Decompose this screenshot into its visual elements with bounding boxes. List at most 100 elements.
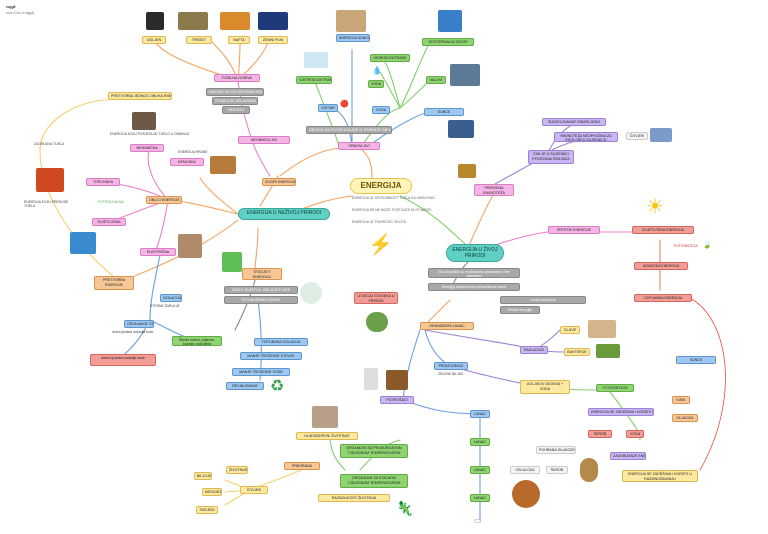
- node-nezivoj-prirodi[interactable]: ENERGIJA U NEŽIVOJ PRIRODI: [238, 208, 330, 220]
- node-toplinska[interactable]: TOPLINSKA: [86, 178, 120, 186]
- node-energija-se[interactable]: ENERGIJA SE ZADRŽAVA I KORISTI U RAZMNOŽ…: [588, 408, 654, 416]
- center-note-1: ENERGIJA JE SPOSOBNOST TIJELA DA OBAVI R…: [352, 196, 435, 200]
- node-izvori-energije[interactable]: IZVORI ENERGIJE: [262, 178, 296, 186]
- wind-icon: 🔴: [340, 101, 349, 108]
- node-kisik[interactable]: KISIK: [672, 396, 690, 404]
- node-celuloza[interactable]: CELULOZA: [510, 466, 540, 474]
- node-zemni-plin[interactable]: ZEMNI PLIN: [258, 36, 288, 44]
- node-toplinska-e[interactable]: TOPLINSKA ENERGIJA: [634, 294, 692, 302]
- node-protok[interactable]: PROTOK ENERGIJE: [548, 226, 600, 234]
- node-utjecaj[interactable]: UTJECAJ ČOVJEKA U PRIRODI: [354, 292, 398, 304]
- node-hranidbeni[interactable]: HRANIDBENI LANAC: [420, 322, 474, 330]
- peat-image: [178, 12, 208, 30]
- house-image: [222, 252, 242, 272]
- node-nacini[interactable]: Štedni načini, prijevoz, kupnja i potroš…: [172, 336, 222, 346]
- node-raznovrsnost[interactable]: RAZNOLIKOST ŽIVOTINJA: [318, 494, 390, 502]
- node-manje-struje[interactable]: MANJE TROŠENJE STRUJE: [240, 352, 302, 360]
- node-zivoj-prirodi[interactable]: ENERGIJA U ŽIVOJ PRIRODI: [446, 244, 504, 262]
- node-kemijska[interactable]: KEMIJSKA: [170, 158, 204, 166]
- node-voda-2[interactable]: VODA: [372, 106, 390, 114]
- node-elektricna[interactable]: ELEKTRIČNA: [140, 248, 176, 256]
- node-neobnovljivi[interactable]: NEOBNOVLJIVI: [238, 136, 290, 144]
- node-toplinska-izolacija[interactable]: TOPLINSKA IZOLACIJA: [254, 338, 308, 346]
- node-ravnoteza-ek[interactable]: RAVNOTEŽA NEOPHODNA ZA EKOLOŠKU ZAJEDNIC…: [554, 132, 618, 142]
- node-mehanicka[interactable]: MEHANIČKA: [130, 144, 164, 152]
- node-zadobijanje[interactable]: ENERGIJA SE ZADRŽAVA I KORISTI U RAZMNOŽ…: [622, 470, 698, 482]
- node-zivotinje[interactable]: ŽIVOTINJE: [226, 466, 248, 474]
- node-sudjelovanje[interactable]: SUDJELOVANJE OSMIŠLJENO: [542, 118, 606, 126]
- node-kemijska-e[interactable]: KEMIJSKA ENERGIJA: [634, 262, 688, 270]
- node-izolacija[interactable]: IZOLACIJA: [160, 294, 182, 302]
- node-fotosinteza[interactable]: FOTOSINTEZA: [596, 384, 634, 392]
- node-treset[interactable]: TRESET: [186, 36, 212, 44]
- sun-energy-image: [336, 10, 366, 32]
- waves-image: [450, 64, 480, 86]
- node-energija-sunca[interactable]: ENERGIJA SUNCA: [336, 34, 370, 42]
- node-pretvorba[interactable]: PRETVORBA JEDNOG OBLIKA ENERGIJE U DRUGI: [108, 92, 172, 100]
- leaf-icon: 🍃: [702, 240, 712, 249]
- node-glukoza[interactable]: GLUKOZA: [672, 414, 698, 422]
- node-vjetar[interactable]: VJETAR: [318, 104, 338, 112]
- node-lanac-4[interactable]: LANAC: [470, 494, 490, 502]
- node-gljive[interactable]: GLJIVE: [560, 326, 580, 334]
- node-h1[interactable]: ORGANIZMI SA PROMJENJIVOM TJELESNOM TEMP…: [340, 444, 408, 458]
- node-covjek[interactable]: ČOVJEK: [626, 132, 648, 140]
- node-svjetlosna[interactable]: SVJETLOSNA: [92, 218, 126, 226]
- node-pohrana[interactable]: POHRANA GLUKOZE: [536, 446, 576, 454]
- node-bakterije[interactable]: BAKTERIJE: [564, 348, 590, 356]
- note-izolacija: dobra ljudska izolacija kuće: [112, 330, 154, 334]
- node-sunce-2[interactable]: SUNCE: [676, 356, 716, 364]
- node-zajednica[interactable]: ČINI JE U ZAJEDNICI POVEZANA ŽIVA BIĆA: [528, 150, 574, 164]
- node-svjetlosna-e[interactable]: SVJETLOSNA ENERGIJA: [632, 226, 694, 234]
- node-voda[interactable]: VODA: [368, 80, 384, 88]
- node-stedeti[interactable]: ŠTEDJETI ENERGIJU: [242, 268, 282, 280]
- scale-image: [458, 164, 476, 178]
- node-potrosaci[interactable]: POTROŠAČI: [380, 396, 414, 404]
- bulb-round-image: [300, 282, 322, 304]
- node-razlagaci[interactable]: RAZLAGAČI: [520, 346, 548, 354]
- chain-end-icon: ▭: [474, 516, 482, 525]
- note-potencijalna: POTENCIJALNA: [98, 200, 124, 204]
- node-razmnozavanje[interactable]: ZADOBIJANJE ENERGIJE: [610, 452, 646, 460]
- node-lanac-1[interactable]: LANAC: [470, 410, 490, 418]
- note-nestaju: NESTAJU: [222, 106, 250, 114]
- note-toplinska: ZAGRIJAVA TIJELA: [34, 142, 65, 146]
- node-skrob[interactable]: ŠKROB: [588, 430, 612, 438]
- node-hladnokrvni[interactable]: HLADNOKRVNI ŽIVOTINJE: [296, 432, 358, 440]
- node-pretvorba-e[interactable]: PRETVORBA ENERGIJE: [94, 276, 134, 290]
- machine-image: [132, 112, 156, 130]
- node-dobra[interactable]: dobra ljudska izolacija kuće: [90, 354, 156, 366]
- user-name: rogg8: [6, 5, 16, 9]
- node-lanac-2[interactable]: LANAC: [470, 438, 490, 446]
- center-title[interactable]: ENERGIJA: [350, 178, 412, 194]
- tesla-image: [178, 234, 202, 258]
- node-covjek-2[interactable]: ČOVJEK: [240, 486, 268, 494]
- node-valovi[interactable]: VALOVI: [426, 76, 446, 84]
- node-hidroelektrane[interactable]: HIDROELEKTRANE: [370, 54, 410, 62]
- node-svejedi[interactable]: SVEJEDI: [196, 506, 218, 514]
- node-fosilna-goriva[interactable]: FOSILNA GORIVA: [214, 74, 260, 82]
- node-prehrana[interactable]: PREHRANA: [284, 462, 320, 470]
- oil-image: [220, 12, 250, 30]
- node-ugljik[interactable]: UGLJIKOV DIOKSID + VODA: [520, 380, 570, 394]
- node-mesojedi[interactable]: MESOJEDI: [202, 488, 222, 496]
- node-geotermalni[interactable]: GEOTERMALNI IZVORI: [422, 38, 474, 46]
- node-odvajanje[interactable]: ODVAJANJE OTPADA: [124, 320, 154, 328]
- node-oblici[interactable]: OBLICI ENERGIJE: [146, 196, 182, 204]
- node-ravnoteza[interactable]: PRIRODNA RAVNOTEŽA: [474, 184, 514, 196]
- node-skrob-2[interactable]: ŠKROB: [546, 466, 568, 474]
- gas-image: [258, 12, 288, 30]
- node-h2[interactable]: ORGANIZMI SA STALNOM TJELESNOM TEMPERATU…: [340, 474, 408, 488]
- node-voda-r[interactable]: VODA: [626, 430, 644, 438]
- node-lanac-3[interactable]: LANAC: [470, 466, 490, 474]
- node-ugljen[interactable]: UGLJEN: [142, 36, 166, 44]
- node-recikliranje[interactable]: RECIKLIRANJE: [226, 382, 264, 390]
- node-manje-vode[interactable]: MANJE TROŠENJE VODE: [232, 368, 290, 376]
- node-vjetroelektrane[interactable]: VJETROELEKTRANE: [296, 76, 332, 84]
- geothermal-image: [438, 10, 462, 32]
- node-obnovljivi[interactable]: OBNOVLJIVI: [338, 142, 380, 150]
- node-sunce[interactable]: SUNCE: [424, 108, 464, 116]
- node-nafta[interactable]: NAFTA: [228, 36, 250, 44]
- node-biljojedi[interactable]: BILJOJEDI: [194, 472, 212, 480]
- node-proizvodaci[interactable]: PROIZVOĐAČI: [434, 362, 468, 370]
